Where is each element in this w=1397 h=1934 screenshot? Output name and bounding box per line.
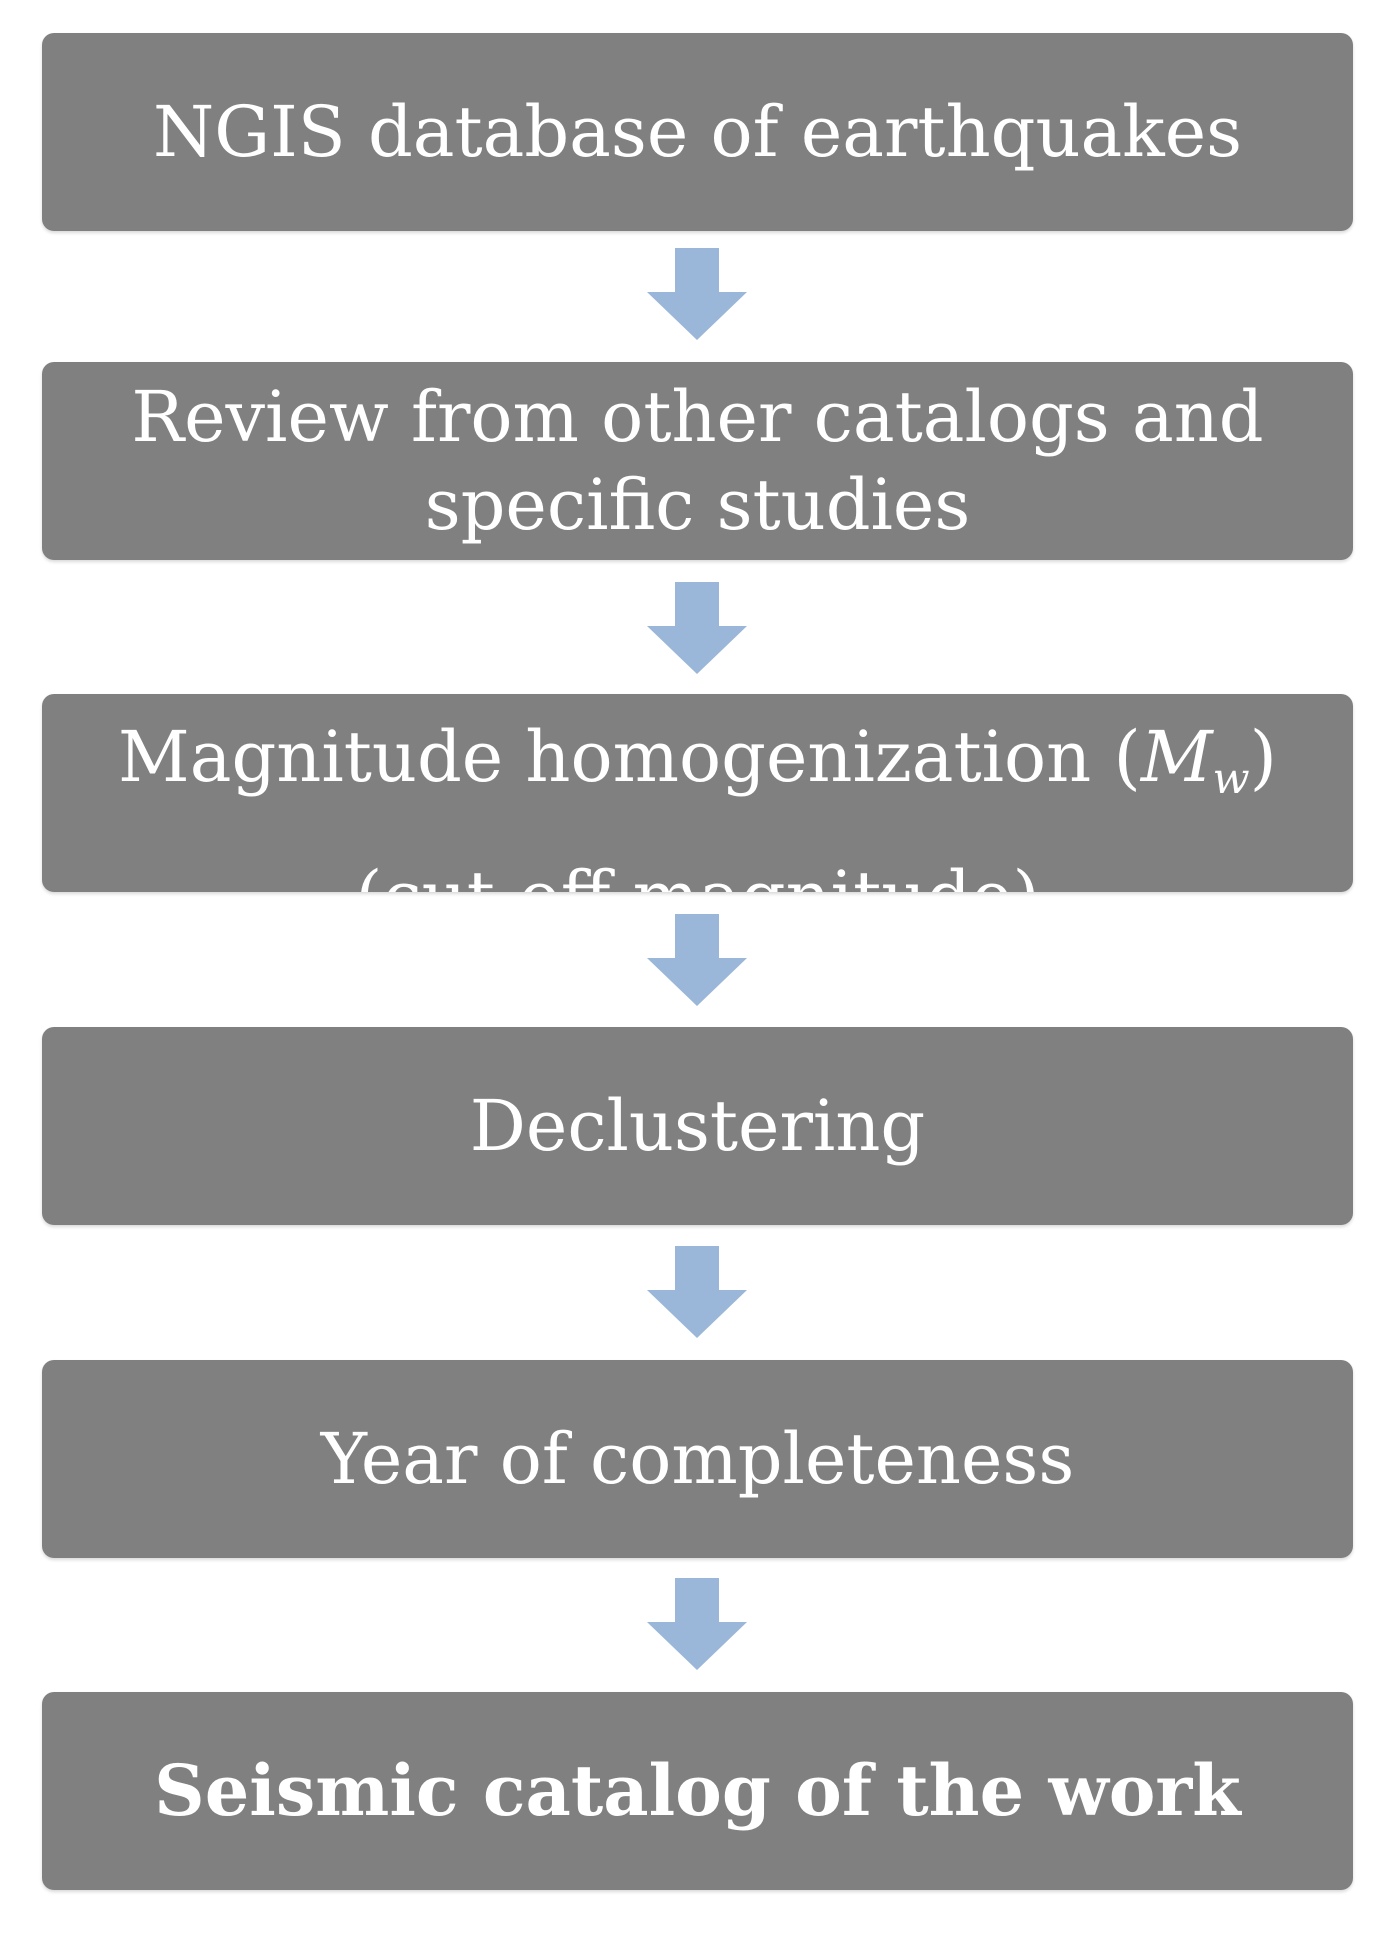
step-magnitude-homogenization: Magnitude homogenization (Mw) (cut-off m… <box>42 694 1353 892</box>
step-label: NGIS database of earthquakes <box>152 91 1243 173</box>
step-label: Year of completeness <box>320 1418 1075 1500</box>
arrow-down-shape <box>647 1578 747 1670</box>
step-label: Declustering <box>469 1085 926 1167</box>
step-review-catalogs: Review from other catalogs and specific … <box>42 362 1353 560</box>
arrow-down-icon <box>647 1246 747 1338</box>
step-ngis-database: NGIS database of earthquakes <box>42 33 1353 231</box>
arrow-down-icon <box>647 1578 747 1670</box>
step-label-line-2: (cut-off magnitude) <box>355 838 1040 892</box>
step-label-line-2: specific studies <box>424 464 971 546</box>
arrow-down-shape <box>647 1246 747 1338</box>
arrow-down-shape <box>647 914 747 1006</box>
step-declustering: Declustering <box>42 1027 1353 1225</box>
step-label-line-1: Magnitude homogenization (Mw) <box>118 698 1277 838</box>
arrow-down-icon <box>647 582 747 674</box>
step-label-prefix: Magnitude homogenization ( <box>118 716 1141 798</box>
step-seismic-catalog: Seismic catalog of the work <box>42 1692 1353 1890</box>
step-label-suffix: ) <box>1249 716 1277 798</box>
step-label-line-1: Review from other catalogs and <box>131 376 1264 458</box>
arrow-down-shape <box>647 248 747 340</box>
step-label: Seismic catalog of the work <box>154 1749 1241 1832</box>
arrow-down-icon <box>647 248 747 340</box>
magnitude-symbol: Mw <box>1140 716 1250 805</box>
arrow-down-shape <box>647 582 747 674</box>
step-year-of-completeness: Year of completeness <box>42 1360 1353 1558</box>
arrow-down-icon <box>647 914 747 1006</box>
